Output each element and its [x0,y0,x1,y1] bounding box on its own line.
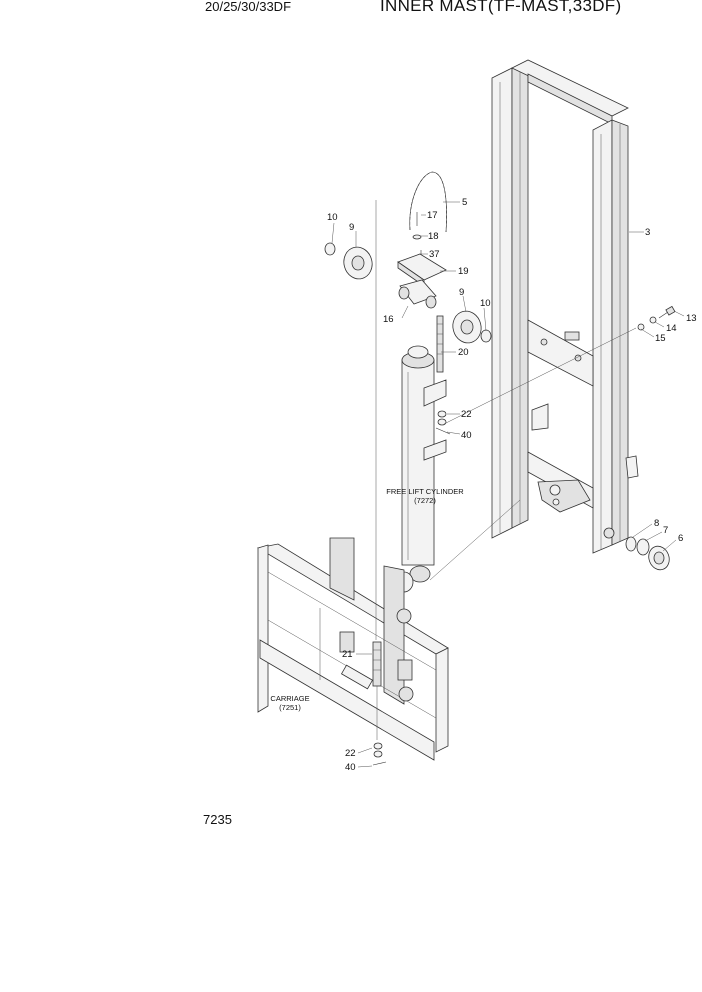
callout-9-left: 9 [349,222,354,233]
callout-14: 14 [666,323,677,334]
callout-22-upper: 22 [461,409,472,420]
lift-chain [409,171,447,233]
free-lift-cylinder-label: FREE LIFT CYLINDER [386,487,464,496]
callout-21: 21 [342,649,353,660]
chain-sheaves [324,242,492,344]
callout-40-upper: 40 [461,430,472,441]
free-lift-cylinder-ref: (7272) [414,496,436,505]
callout-37: 37 [429,249,440,260]
roller-bearing-set [625,536,670,571]
callout-22-lower: 22 [345,748,356,759]
carriage [256,537,449,761]
inner-mast [491,59,639,554]
bolt-washer-set [637,305,676,331]
callout-13: 13 [686,313,697,324]
callout-10-right: 10 [480,298,491,309]
chain-bolt [436,315,444,373]
leader-lines [331,200,685,768]
callout-18: 18 [428,231,439,242]
callout-16: 16 [383,314,394,325]
diagram-title: INNER MAST(TF-MAST,33DF) [380,0,622,15]
callout-8: 8 [654,518,659,529]
callout-9-right: 9 [459,287,464,298]
carriage-label: CARRIAGE [270,694,309,703]
callouts: 5 17 18 37 19 16 20 22 40 3 13 14 15 6 7… [327,197,697,773]
callout-20: 20 [458,347,469,358]
chain-anchor [397,212,447,309]
callout-10-left: 10 [327,212,338,223]
page-code: 7235 [203,812,232,827]
carriage-ref: (7251) [279,703,301,712]
callout-6: 6 [678,533,683,544]
callout-40-lower: 40 [345,762,356,773]
callout-7: 7 [663,525,668,536]
model-header: 20/25/30/33DF [205,0,292,14]
assembly-labels: FREE LIFT CYLINDER (7272) CARRIAGE (7251… [270,487,464,712]
nut-pin-upper [435,410,451,435]
carriage-bolt [372,641,382,740]
callout-17: 17 [427,210,438,221]
free-lift-cylinder [394,345,447,593]
callout-19: 19 [458,266,469,277]
callout-3: 3 [645,227,650,238]
callout-5: 5 [462,197,467,208]
callout-15: 15 [655,333,666,344]
nut-pin-lower [372,742,387,766]
